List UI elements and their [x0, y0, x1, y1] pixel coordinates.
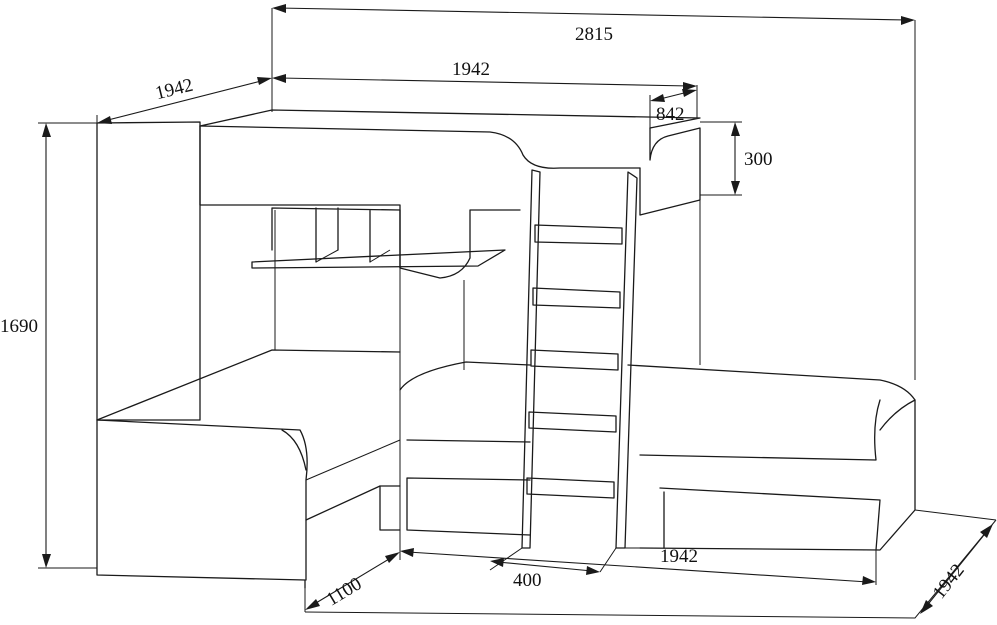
dimension-labels: 2815 1942 1942 842 300 1690 1100 400 194…: [0, 24, 969, 611]
bed-frame: [96, 109, 916, 589]
left-lower-bed: [96, 349, 401, 581]
label-rail-height: 300: [744, 149, 773, 170]
label-overall-length: 2815: [575, 24, 613, 45]
upper-headboard: [639, 127, 701, 216]
support-posts: [274, 200, 701, 530]
label-upper-width: 842: [656, 104, 685, 125]
dimension-lines: [38, 4, 997, 619]
ladder: [521, 169, 640, 549]
left-side-panel: [96, 121, 306, 589]
upper-top-board: [199, 109, 701, 169]
shelf-unit: [251, 207, 506, 269]
label-upper-length: 1942: [452, 59, 490, 80]
upper-bed-front: [199, 125, 521, 279]
label-lower-length: 1942: [660, 546, 698, 567]
label-ladder-width: 400: [513, 570, 542, 591]
right-lower-bed: [399, 361, 916, 551]
label-overall-height: 1690: [0, 316, 38, 337]
label-lower-width: 1100: [323, 573, 366, 610]
